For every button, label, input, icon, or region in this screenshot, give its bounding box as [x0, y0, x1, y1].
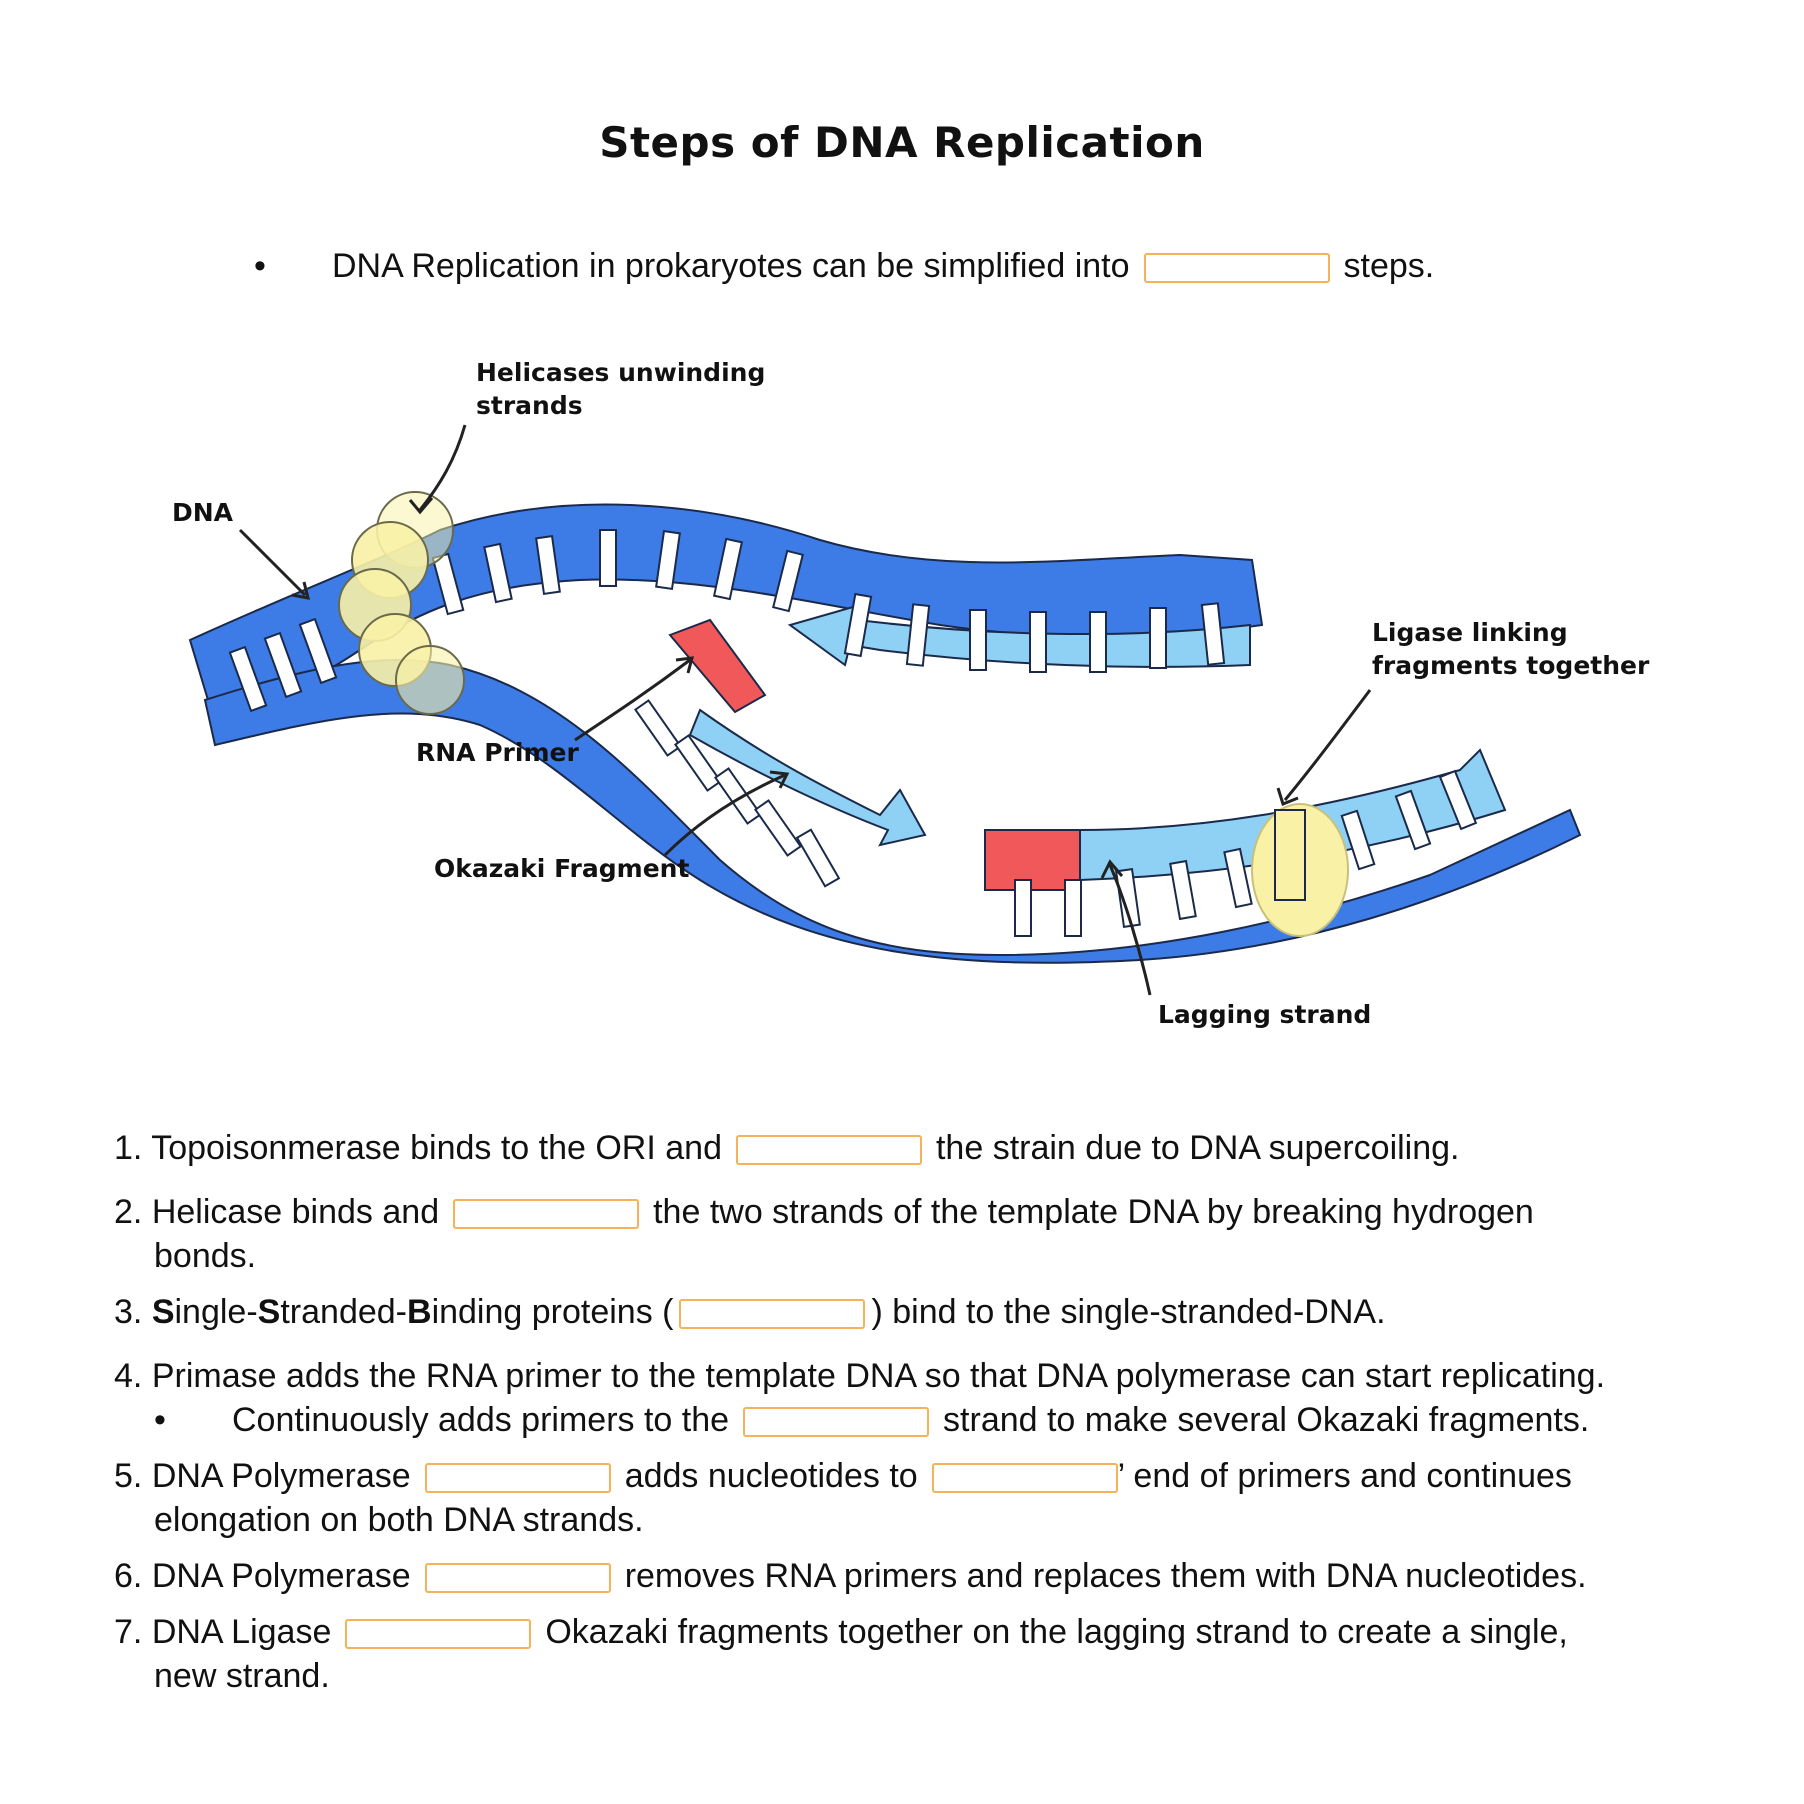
intro-text: DNA Replication in prokaryotes can be si…	[332, 247, 1130, 285]
answer-blank-step6[interactable]	[424, 1563, 611, 1594]
step-3: 3. Single-Stranded-Binding proteins ( ) b…	[114, 1290, 1714, 1334]
answer-blank-step7[interactable]	[345, 1619, 532, 1650]
step-sub-text-after: strand to make several Okazaki fragments…	[943, 1401, 1590, 1439]
answer-blank-step2[interactable]	[453, 1199, 640, 1230]
step-number: 4.	[114, 1357, 143, 1395]
label-lagging-strand: Lagging strand	[1158, 1000, 1372, 1029]
step-text-after: the strain due to DNA supercoiling.	[935, 1129, 1460, 1167]
step-text: ingle-	[174, 1293, 258, 1331]
step-continuation: elongation on both DNA strands.	[154, 1501, 644, 1539]
answer-blank-step5b[interactable]	[931, 1463, 1118, 1494]
step-text: Primase adds the RNA primer to the templ…	[151, 1357, 1606, 1395]
step-text: Helicase binds and	[151, 1193, 440, 1231]
step-text: DNA Polymerase	[151, 1457, 411, 1495]
step-text: DNA Polymerase	[151, 1557, 411, 1595]
acronym-letter-s: S	[151, 1293, 175, 1331]
ligase-enzyme	[1251, 803, 1349, 937]
step-number: 7.	[114, 1613, 143, 1651]
pointer-arrows	[238, 424, 1372, 996]
step-text: tranded-	[280, 1293, 407, 1331]
step-continuation: bonds.	[154, 1237, 257, 1275]
bullet: •	[154, 1401, 166, 1439]
step-number: 1.	[114, 1129, 143, 1167]
step-text-after: the two strands of the template DNA by b…	[653, 1193, 1534, 1231]
step-text: inding proteins (	[431, 1293, 674, 1331]
label-dna: DNA	[172, 498, 234, 527]
acronym-letter-s: S	[257, 1293, 281, 1331]
answer-blank-step5a[interactable]	[424, 1463, 611, 1494]
step-text-after: removes RNA primers and replaces them wi…	[624, 1557, 1587, 1595]
label-okazaki-fragment: Okazaki Fragment	[434, 854, 690, 883]
page-title: Steps of DNA Replication	[599, 118, 1205, 167]
step-4-sub-bullet: • Continuously adds primers to the strand …	[114, 1398, 1714, 1442]
step-number: 6.	[114, 1557, 143, 1595]
label-helicases-line1: Helicases unwinding	[476, 358, 766, 387]
step-1: 1. Topoisonmerase binds to the ORI and th…	[114, 1126, 1714, 1170]
step-5: 5. DNA Polymerase adds nucleotides to ’ en…	[114, 1454, 1714, 1542]
label-ligase: Ligase linking fragments together	[1372, 616, 1649, 682]
step-text-after: Okazaki fragments together on the laggin…	[545, 1613, 1568, 1651]
step-number: 5.	[114, 1457, 143, 1495]
step-text-after: ’ end of primers and continues	[1117, 1457, 1572, 1495]
base-pairs	[228, 529, 1478, 937]
answer-blank-step3[interactable]	[679, 1299, 866, 1330]
step-sub-text: Continuously adds primers to the	[232, 1401, 730, 1439]
answer-blank-step1[interactable]	[735, 1135, 922, 1166]
label-ligase-line2: fragments together	[1372, 651, 1650, 680]
okazaki-fragment-arrow	[688, 708, 927, 847]
step-7: 7. DNA Ligase Okazaki fragments together …	[114, 1610, 1714, 1698]
step-4: 4. Primase adds the RNA primer to the te…	[114, 1354, 1714, 1442]
step-text: DNA Ligase	[151, 1613, 332, 1651]
intro-text-after: steps.	[1343, 247, 1435, 285]
answer-blank-intro[interactable]	[1143, 253, 1330, 284]
helicase-enzyme	[338, 491, 465, 715]
step-text-middle: adds nucleotides to	[624, 1457, 918, 1495]
label-helicases-line2: strands	[476, 391, 583, 420]
step-text-after: ) bind to the single-stranded-DNA.	[871, 1293, 1386, 1331]
label-rna-primer: RNA Primer	[416, 738, 579, 767]
template-strand-lower	[203, 658, 1582, 964]
step-number: 3.	[114, 1293, 143, 1331]
step-6: 6. DNA Polymerase removes RNA primers and…	[114, 1554, 1714, 1598]
intro-line: • DNA Replication in prokaryotes can be s…	[254, 244, 1434, 288]
step-number: 2.	[114, 1193, 143, 1231]
label-ligase-line1: Ligase linking	[1372, 618, 1568, 647]
step-text: Topoisonmerase binds to the ORI and	[151, 1129, 722, 1167]
step-2: 2. Helicase binds and the two strands of …	[114, 1190, 1714, 1278]
answer-blank-step4[interactable]	[743, 1407, 930, 1438]
dna-replication-diagram	[188, 424, 1582, 996]
rna-primer-upper	[668, 618, 767, 714]
label-helicases: Helicases unwinding strands	[476, 356, 765, 422]
step-continuation: new strand.	[154, 1657, 330, 1695]
bullet: •	[254, 247, 266, 285]
acronym-letter-b: B	[407, 1293, 432, 1331]
steps-list: 1. Topoisonmerase binds to the ORI and th…	[114, 1126, 1714, 1698]
